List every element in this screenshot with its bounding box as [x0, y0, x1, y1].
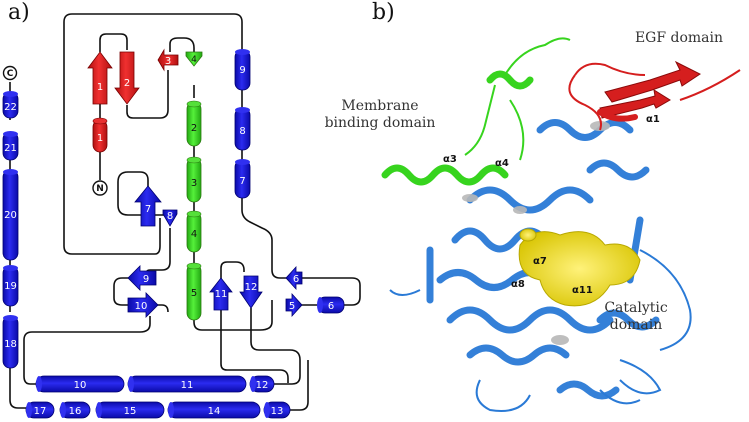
membrane-strand-4: 4 — [185, 51, 203, 67]
svg-text:12: 12 — [245, 282, 258, 293]
strand-5: 5 — [285, 292, 303, 318]
svg-text:19: 19 — [4, 281, 17, 292]
panel-b-label: b) — [372, 0, 395, 25]
svg-text:5: 5 — [289, 301, 295, 312]
svg-text:10: 10 — [74, 380, 87, 391]
helix-18: 18 — [2, 315, 19, 369]
catalytic-domain-topology: 22 21 20 19 18 9 8 7 6 10 11 12 17 16 15… — [2, 49, 345, 419]
helix-14: 14 — [167, 401, 261, 419]
protein-structure: α1 α3 α4 α7 α8 α11 — [381, 37, 741, 412]
membrane-helix-4: 4 — [186, 210, 202, 253]
svg-text:5: 5 — [191, 288, 197, 299]
svg-text:1: 1 — [97, 82, 103, 93]
egf-strand-2: 2 — [114, 51, 140, 105]
svg-text:15: 15 — [124, 406, 137, 417]
svg-text:11: 11 — [181, 380, 194, 391]
svg-text:9: 9 — [143, 274, 149, 285]
svg-text:2: 2 — [124, 78, 130, 89]
membrane-helix-5: 5 — [186, 262, 202, 321]
alpha-3-label: α3 — [443, 154, 457, 165]
svg-text:18: 18 — [4, 339, 17, 350]
helix-8: 8 — [234, 107, 251, 151]
helix-13: 13 — [263, 401, 291, 419]
n-terminus: N — [92, 180, 108, 196]
svg-text:4: 4 — [191, 229, 197, 240]
alpha-1-label: α1 — [646, 114, 660, 125]
catalytic-domain-label: Catalytic domain — [604, 300, 668, 333]
svg-text:N: N — [96, 184, 104, 194]
membrane-domain-label: Membrane binding domain — [324, 98, 436, 131]
egf-strand-3: 3 — [157, 48, 179, 72]
svg-text:2: 2 — [191, 123, 197, 134]
strand-9: 9 — [127, 265, 157, 291]
egf-ribbon — [568, 60, 741, 131]
helix-10: 10 — [35, 375, 125, 393]
svg-text:8: 8 — [167, 211, 173, 222]
helix-20: 20 — [2, 169, 19, 261]
helix-15: 15 — [95, 401, 165, 419]
helix-17: 17 — [25, 401, 55, 419]
svg-text:8: 8 — [239, 126, 245, 137]
svg-text:C: C — [7, 69, 14, 79]
svg-text:1: 1 — [97, 133, 103, 144]
strand-8: 8 — [162, 209, 178, 227]
strand-12: 12 — [239, 275, 263, 309]
membrane-helix-2: 2 — [186, 100, 202, 147]
svg-text:12: 12 — [256, 380, 269, 391]
topology-loops — [9, 13, 361, 411]
svg-text:21: 21 — [4, 143, 17, 154]
helix-22: 22 — [2, 91, 19, 119]
svg-text:4: 4 — [191, 55, 197, 65]
membrane-loops — [464, 37, 571, 161]
svg-text:17: 17 — [34, 406, 47, 417]
egf-domain-topology: 1 2 3 1 — [87, 48, 179, 153]
egf-helix-1: 1 — [92, 117, 108, 153]
svg-text:11: 11 — [215, 289, 228, 300]
alpha-7-label: α7 — [533, 256, 547, 267]
alpha-8-label: α8 — [511, 279, 525, 290]
helix-11: 11 — [127, 375, 247, 393]
membrane-domain-topology: 4 2 3 4 5 — [185, 51, 203, 321]
helix-19: 19 — [2, 265, 19, 307]
catalytic-ribbon-loops — [389, 249, 692, 412]
helix-21: 21 — [2, 131, 19, 161]
egf-strand-1: 1 — [87, 51, 113, 105]
strand-10: 10 — [127, 292, 159, 318]
svg-text:6: 6 — [328, 301, 334, 312]
alpha-4-label: α4 — [495, 158, 509, 169]
svg-text:10: 10 — [135, 301, 148, 312]
svg-text:7: 7 — [145, 204, 151, 215]
c-terminus: C — [2, 65, 18, 81]
panel-a-label: a) — [8, 0, 30, 25]
svg-text:3: 3 — [191, 178, 197, 189]
svg-text:14: 14 — [208, 406, 221, 417]
strand-7: 7 — [134, 185, 162, 227]
membrane-ribbon — [381, 70, 534, 186]
helix-9: 9 — [234, 49, 251, 91]
svg-text:13: 13 — [271, 406, 284, 417]
helix-12: 12 — [249, 375, 275, 393]
egf-domain-label: EGF domain — [634, 30, 724, 46]
svg-text:9: 9 — [239, 65, 245, 76]
svg-text:22: 22 — [4, 102, 17, 113]
membrane-helix-3: 3 — [186, 156, 202, 203]
svg-text:16: 16 — [69, 406, 82, 417]
svg-text:7: 7 — [239, 176, 245, 187]
svg-text:20: 20 — [4, 210, 17, 221]
helix-16: 16 — [59, 401, 91, 419]
helix-6: 6 — [317, 296, 345, 314]
alpha-11-label: α11 — [572, 285, 593, 296]
helix-7: 7 — [234, 159, 251, 199]
strand-11: 11 — [209, 277, 233, 311]
strand-6: 6 — [285, 265, 303, 291]
active-site-pocket — [518, 228, 641, 307]
svg-text:3: 3 — [165, 56, 171, 67]
svg-text:6: 6 — [293, 274, 299, 285]
